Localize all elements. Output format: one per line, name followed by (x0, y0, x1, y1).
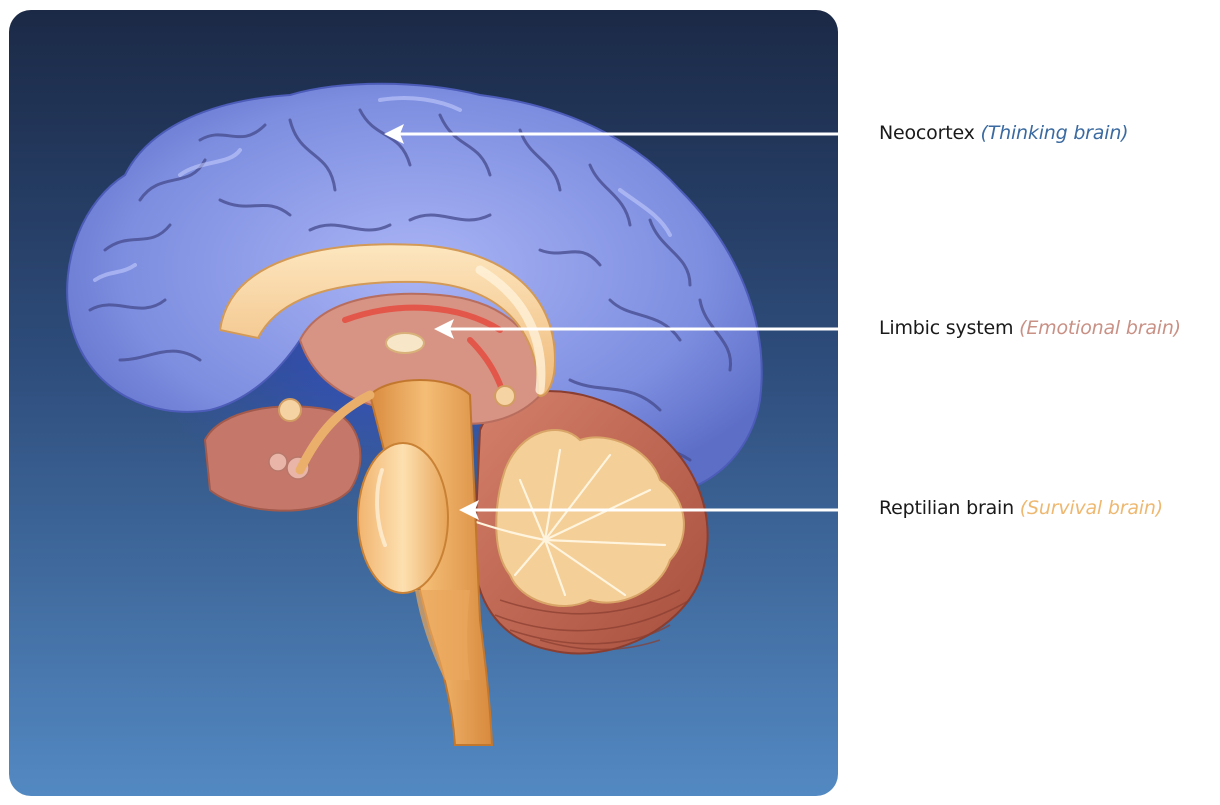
limbic-name: Limbic system (879, 317, 1013, 339)
limbic-label: Limbic system (Emotional brain) (879, 317, 1181, 339)
reptilian-label: Reptilian brain (Survival brain) (879, 497, 1163, 519)
neocortex-name: Neocortex (879, 122, 975, 144)
neocortex-subtitle: (Thinking brain) (981, 122, 1129, 144)
limbic-subtitle: (Emotional brain) (1019, 317, 1181, 339)
reptilian-subtitle: (Survival brain) (1020, 497, 1163, 519)
reptilian-name: Reptilian brain (879, 497, 1014, 519)
neocortex-label: Neocortex (Thinking brain) (879, 122, 1128, 144)
